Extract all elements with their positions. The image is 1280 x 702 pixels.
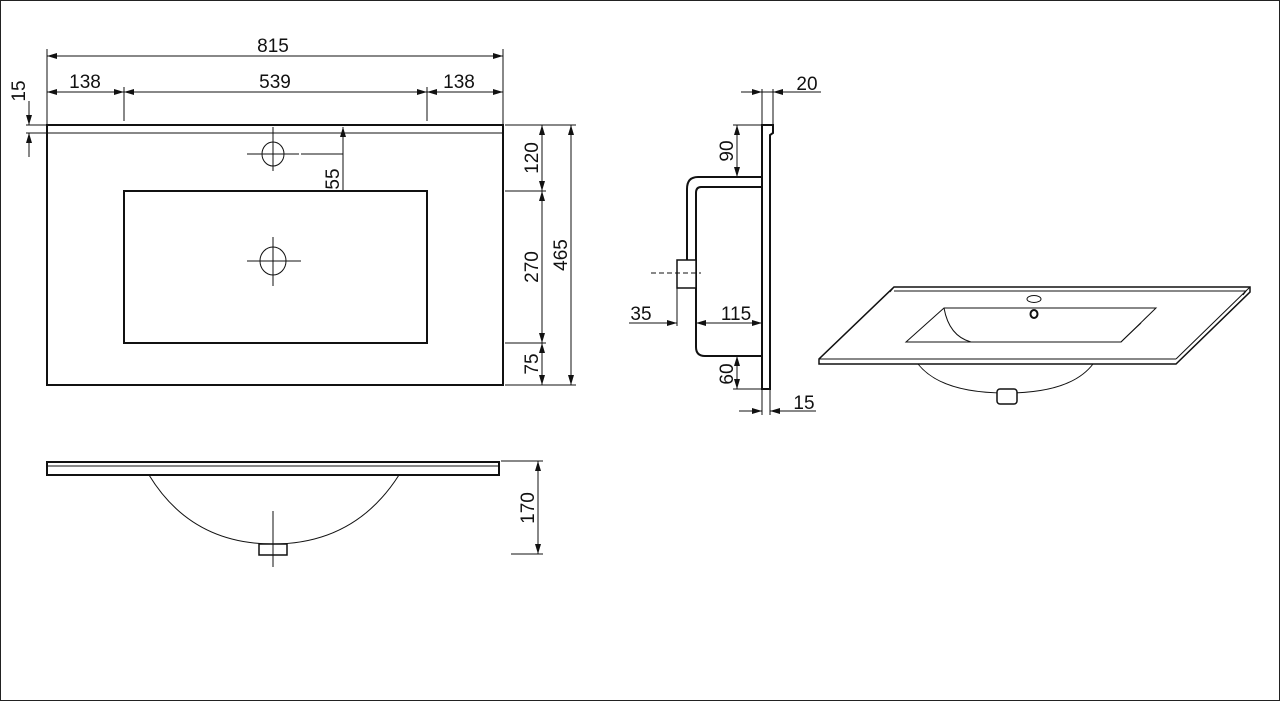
dim-overall-depth: 465 bbox=[551, 239, 572, 271]
side-slab bbox=[761, 124, 774, 390]
dim-basin-to-front: 75 bbox=[522, 353, 543, 374]
dim-overall-width: 815 bbox=[257, 36, 289, 57]
perspective-drain bbox=[996, 388, 1018, 405]
side-view: 20 90 35 115 60 15 bbox=[629, 74, 821, 415]
dim-right-margin: 138 bbox=[443, 72, 475, 93]
dim-basin-width: 539 bbox=[259, 72, 291, 93]
front-view: 170 bbox=[46, 460, 543, 567]
dim-top-thickness: 20 bbox=[796, 74, 817, 95]
tap-hole-icon bbox=[1026, 295, 1042, 303]
basin-outline bbox=[123, 190, 428, 344]
bowl-profile bbox=[148, 474, 400, 545]
perspective-top bbox=[818, 286, 1251, 365]
dim-height: 170 bbox=[518, 492, 539, 524]
dim-left-margin: 138 bbox=[69, 72, 101, 93]
bowl-outer bbox=[686, 176, 762, 260]
waste-outlet bbox=[676, 259, 697, 289]
dim-bowl-projection: 115 bbox=[721, 304, 751, 325]
dim-front-thickness: 15 bbox=[793, 393, 814, 414]
top-view: 815 138 539 138 15 55 120 270 75 465 bbox=[9, 36, 576, 386]
perspective-view bbox=[818, 286, 1251, 405]
dim-bowl-to-front: 60 bbox=[717, 363, 738, 384]
dim-waste-outlet: 35 bbox=[630, 304, 651, 325]
dim-tap-offset: 55 bbox=[323, 168, 344, 189]
bowl-inner bbox=[695, 186, 762, 357]
dim-back-lip: 15 bbox=[9, 80, 30, 101]
dim-basin-depth: 270 bbox=[522, 251, 543, 283]
top-outline bbox=[46, 124, 504, 386]
dim-top-to-bowl: 90 bbox=[717, 140, 738, 161]
dim-back-to-basin: 120 bbox=[522, 142, 543, 174]
front-slab bbox=[46, 461, 500, 476]
overflow-icon bbox=[1029, 309, 1039, 319]
